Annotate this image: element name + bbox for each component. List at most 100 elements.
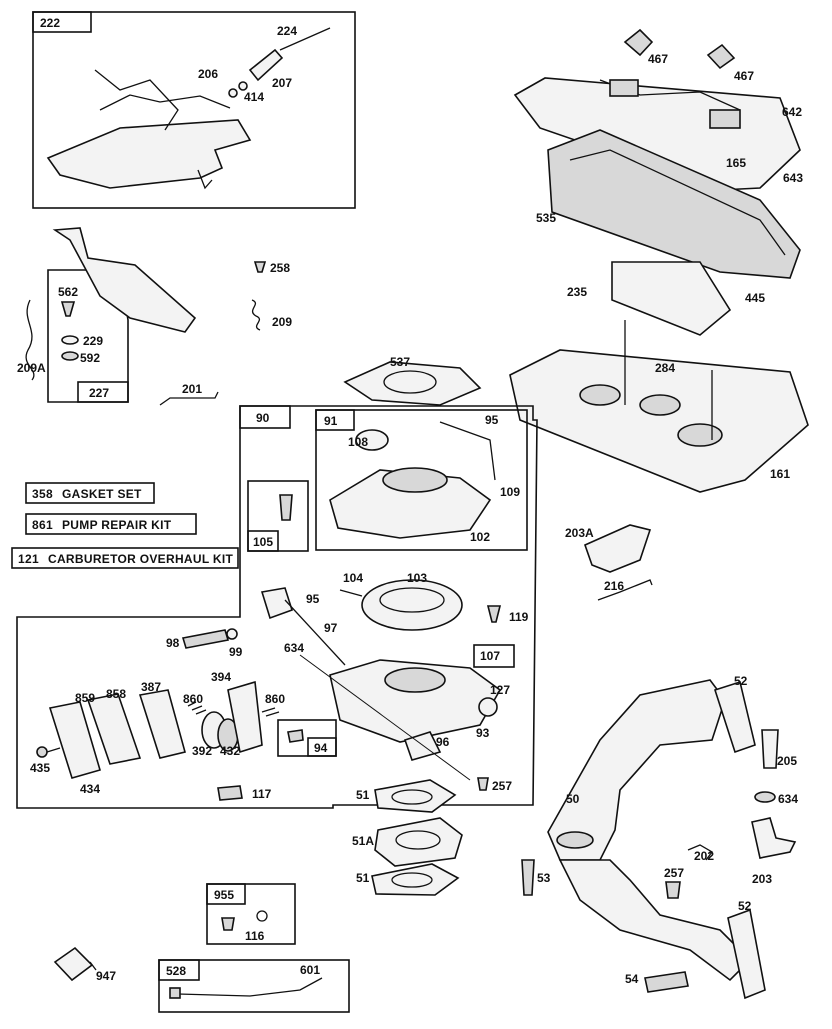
governor-lever (52, 227, 197, 333)
part-number-216: 216 (604, 579, 624, 593)
part-number-51a: 51A (352, 834, 374, 848)
gasket-52-top (713, 680, 756, 754)
part-number-209a: 209A (17, 361, 46, 375)
spring-860 (187, 701, 207, 715)
plug-127 (478, 697, 498, 717)
control-bracket-assembly: 222 224 206 414 207 (32, 11, 356, 209)
bolt-54 (644, 971, 689, 993)
part-number-54: 54 (625, 972, 639, 986)
part-number-643: 643 (783, 171, 803, 185)
choke-plate-108 (355, 429, 389, 451)
part-205 (761, 729, 779, 769)
part-number-209: 209 (272, 315, 292, 329)
part-number-51: 51 (356, 871, 370, 885)
choke-shaft-109 (439, 421, 496, 481)
spring-209a (25, 299, 35, 381)
svg-text:90: 90 (256, 411, 270, 425)
part-number-535: 535 (536, 211, 556, 225)
kit-358-box (25, 482, 155, 504)
part-number-537: 537 (390, 355, 410, 369)
box-528-assembly: 528 601 (158, 959, 350, 1013)
part-number-205: 205 (777, 754, 797, 768)
part-number-392: 392 (192, 744, 212, 758)
part-number-104: 104 (343, 571, 363, 585)
part-number-257: 257 (664, 866, 684, 880)
part-number-562: 562 (58, 285, 78, 299)
box-222-label: 222 (40, 16, 60, 30)
cartridge-643 (547, 129, 801, 279)
link-202 (687, 844, 713, 861)
part-number-93: 93 (476, 726, 490, 740)
kit-121-box (11, 547, 239, 569)
part-number-201: 201 (182, 382, 202, 396)
governor-lever-assembly: 227 562 229 592 209A (17, 227, 197, 403)
gasket-51-bottom (371, 863, 460, 896)
part-number-165: 165 (726, 156, 746, 170)
part-number-947: 947 (96, 969, 116, 983)
part-number-119: 119 (509, 610, 529, 624)
svg-text:105: 105 (253, 535, 273, 549)
part-number-432: 432 (220, 744, 240, 758)
spring-860b (261, 707, 280, 717)
box-222-tag (32, 11, 92, 33)
cover-394 (227, 680, 263, 754)
part-number-435: 435 (30, 761, 50, 775)
kit-358-number: 358 (32, 487, 53, 501)
part-number-642: 642 (782, 105, 802, 119)
screw-257 (477, 777, 489, 791)
intake-manifold-assembly: 52 205 634 50 53 202 203 257 52 54 (521, 674, 798, 1000)
screw-258 (253, 261, 267, 273)
part-203 (751, 817, 797, 859)
part-number-53: 53 (537, 871, 551, 885)
part-number-161: 161 (770, 467, 790, 481)
fuel-line-601 (177, 977, 323, 997)
part-number-51: 51 (356, 788, 370, 802)
knob-467-left (609, 79, 639, 97)
intake-gaskets: 51 51A 51 (352, 779, 463, 896)
part-number-96: 96 (436, 735, 450, 749)
part-number-258: 258 (270, 261, 290, 275)
gasket-537: 537 (343, 355, 482, 406)
link-201 (159, 391, 219, 406)
carburetor-assembly: 90 91 95 108 109 102 105 104 103 119 95 … (16, 405, 538, 809)
bracket-203a-and-link-216: 203A 216 (565, 524, 653, 601)
box-955-frame (206, 883, 296, 945)
part-number-98: 98 (166, 636, 180, 650)
kit-861-number: 861 (32, 518, 53, 532)
svg-text:955: 955 (214, 888, 234, 902)
part-number-860: 860 (265, 692, 285, 706)
precleaner-235 (611, 261, 732, 336)
part-number-229: 229 (83, 334, 103, 348)
svg-text:528: 528 (166, 964, 186, 978)
gasket-52-bottom (727, 908, 766, 1000)
box-90-frame (16, 405, 538, 809)
knob-467-right (709, 109, 741, 129)
part-number-634: 634 (284, 641, 304, 655)
kit-358-name: GASKET SET (62, 487, 142, 501)
svg-text:107: 107 (480, 649, 500, 663)
part-number-387: 387 (141, 680, 161, 694)
throttle-shaft-97 (284, 599, 346, 666)
part-number-445: 445 (745, 291, 765, 305)
screw-435 (36, 746, 48, 758)
diaphragm-858 (86, 693, 142, 765)
part-number-99: 99 (229, 645, 243, 659)
part-number-467: 467 (648, 52, 668, 66)
part-number-860: 860 (183, 692, 203, 706)
part-number-257: 257 (492, 779, 512, 793)
base-161 (509, 349, 809, 493)
part-number-103: 103 (407, 571, 427, 585)
part-number-116: 116 (245, 929, 265, 943)
pump-body-387 (138, 689, 186, 759)
spring-209 (251, 299, 261, 331)
box-91-tag (315, 409, 355, 431)
part-number-394: 394 (211, 670, 231, 684)
screw-562 (60, 301, 76, 317)
nut-467-a (623, 28, 654, 57)
solenoid-947: 947 (53, 946, 116, 983)
part-number-95: 95 (485, 413, 499, 427)
box-528-frame (158, 959, 350, 1013)
svg-text:94: 94 (314, 741, 328, 755)
part-number-235: 235 (567, 285, 587, 299)
part-number-102: 102 (470, 530, 490, 544)
